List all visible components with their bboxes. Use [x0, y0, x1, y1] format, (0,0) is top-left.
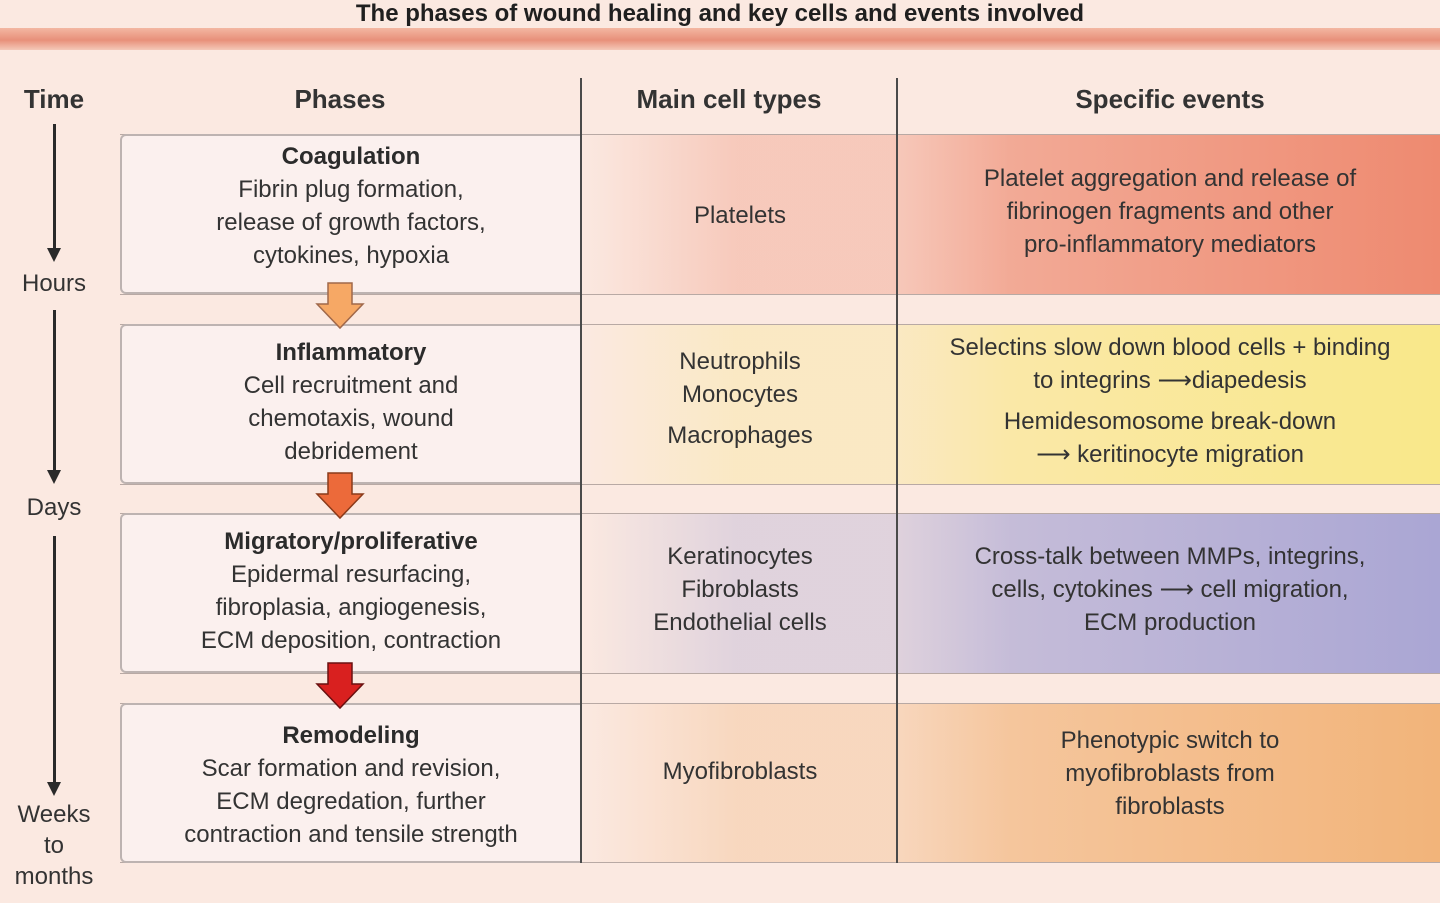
phase-box-coagulation: Coagulation Fibrin plug formation, relea…	[120, 134, 580, 294]
events-coagulation: Platelet aggregation and release of fibr…	[900, 162, 1440, 261]
figure-title: The phases of wound healing and key cell…	[355, 0, 1085, 27]
phase-description-line: Scar formation and revision,	[201, 755, 501, 782]
cell-type: Macrophages	[667, 422, 813, 449]
phase-description-line: release of growth factors,	[216, 209, 486, 236]
phase-name: Remodeling	[282, 722, 420, 749]
event-line: pro-inflammatory mediators	[1023, 231, 1317, 258]
column-divider-events	[896, 78, 898, 863]
time-axis-line	[53, 536, 56, 786]
cell-type: Endothelial cells	[653, 609, 827, 636]
time-arrowhead-icon	[47, 782, 61, 796]
row-band-coagulation	[582, 134, 1440, 294]
row-divider	[120, 862, 1440, 863]
header-events: Specific events	[1075, 84, 1265, 114]
event-line: to integrins ⟶diapedesis	[1033, 367, 1307, 394]
phase-box-proliferative: Migratory/proliferative Epidermal resurf…	[120, 513, 580, 673]
phase-description-line: Fibrin plug formation,	[238, 176, 464, 203]
event-line: Hemidesomosome break-down	[1003, 408, 1337, 435]
time-label-weeks: Weeks	[17, 801, 91, 828]
row-divider	[120, 703, 1440, 704]
column-divider-cells	[580, 78, 582, 863]
time-arrowhead-icon	[47, 248, 61, 262]
event-line: fibroblasts	[1115, 793, 1225, 820]
events-proliferative: Cross-talk between MMPs, integrins, cell…	[900, 540, 1440, 639]
event-line: fibrinogen fragments and other	[1006, 198, 1334, 225]
down-arrow-icon	[315, 662, 365, 710]
event-line: Cross-talk between MMPs, integrins,	[974, 543, 1366, 570]
event-line: Platelet aggregation and release of	[983, 165, 1357, 192]
events-inflammatory: Selectins slow down blood cells + bindin…	[900, 331, 1440, 471]
event-line: ⟶ keritinocyte migration	[1036, 441, 1304, 468]
phase-description-line: cytokines, hypoxia	[252, 242, 450, 269]
phase-description-line: chemotaxis, wound	[248, 405, 454, 432]
row-divider	[120, 484, 1440, 485]
phase-description-line: ECM deposition, contraction	[200, 627, 502, 654]
phase-description-line: ECM degredation, further	[216, 788, 486, 815]
cell-types-coagulation: Platelets	[584, 199, 896, 232]
event-line: myofibroblasts from	[1065, 760, 1275, 787]
time-label-to: to	[43, 832, 64, 859]
phase-name: Inflammatory	[275, 339, 427, 366]
header-time: Time	[23, 84, 85, 114]
row-band-proliferative	[582, 513, 1440, 673]
cell-types-proliferative: Keratinocytes Fibroblasts Endothelial ce…	[584, 540, 896, 639]
time-axis-line	[53, 310, 56, 476]
cell-type: Fibroblasts	[681, 576, 799, 603]
title-bar	[0, 28, 1440, 50]
time-label-hours: Hours	[21, 270, 87, 297]
phase-description-line: fibroplasia, angiogenesis,	[215, 594, 487, 621]
event-line: ECM production	[1083, 609, 1257, 636]
phase-name: Coagulation	[281, 143, 421, 170]
row-divider	[120, 294, 1440, 295]
row-band-remodeling	[582, 703, 1440, 863]
phase-description-line: Epidermal resurfacing,	[230, 561, 472, 588]
row-divider	[120, 673, 1440, 674]
time-label-days: Days	[26, 494, 82, 521]
time-arrowhead-icon	[47, 470, 61, 484]
event-line: Selectins slow down blood cells + bindin…	[949, 334, 1391, 361]
phase-box-remodeling: Remodeling Scar formation and revision, …	[120, 703, 580, 863]
header-phases: Phases	[294, 84, 386, 114]
phase-description-line: debridement	[284, 438, 418, 465]
phase-box-inflammatory: Inflammatory Cell recruitment and chemot…	[120, 324, 580, 484]
time-axis-line	[53, 124, 56, 252]
phase-description-line: Cell recruitment and	[243, 372, 459, 399]
down-arrow-icon	[315, 472, 365, 520]
events-remodeling: Phenotypic switch to myofibroblasts from…	[900, 724, 1440, 823]
cell-types-remodeling: Myofibroblasts	[584, 755, 896, 788]
cell-type: Keratinocytes	[667, 543, 813, 570]
down-arrow-icon	[315, 282, 365, 330]
cell-type: Platelets	[693, 202, 787, 229]
cell-type: Myofibroblasts	[662, 758, 818, 785]
cell-type: Monocytes	[681, 381, 799, 408]
row-divider	[120, 134, 1440, 135]
row-divider	[120, 513, 1440, 514]
cell-type: Neutrophils	[679, 348, 801, 375]
event-line: cells, cytokines ⟶ cell migration,	[991, 576, 1349, 603]
time-label-months: months	[14, 863, 94, 890]
header-cells: Main cell types	[636, 84, 822, 114]
row-divider	[120, 324, 1440, 325]
event-line: Phenotypic switch to	[1060, 727, 1280, 754]
row-band-inflammatory	[582, 324, 1440, 484]
phase-description-line: contraction and tensile strength	[184, 821, 518, 848]
phase-name: Migratory/proliferative	[224, 528, 478, 555]
cell-types-inflammatory: Neutrophils Monocytes Macrophages	[584, 345, 896, 452]
